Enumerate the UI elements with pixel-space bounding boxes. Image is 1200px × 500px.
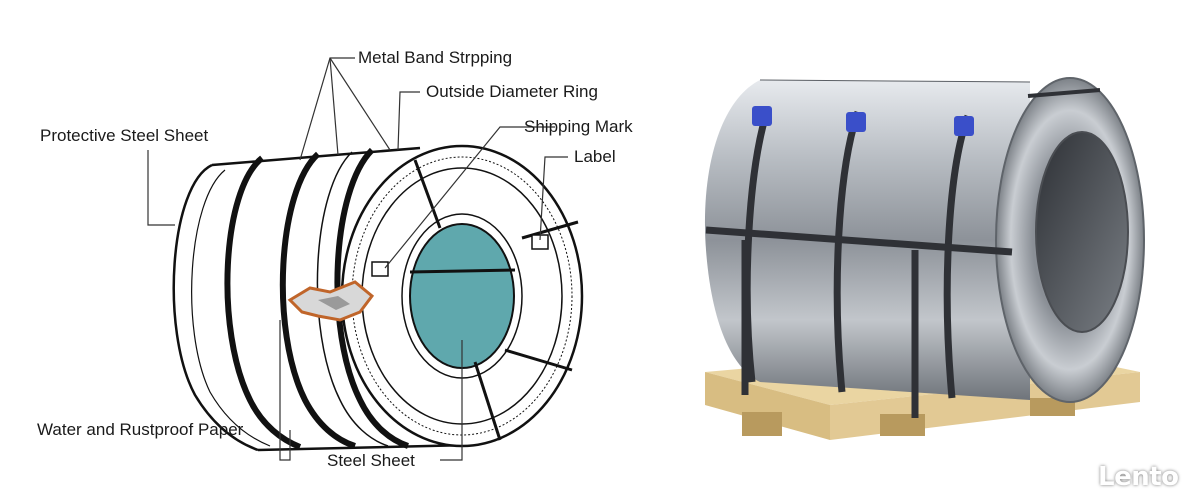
label-outside-ring: Outside Diameter Ring [426,82,598,101]
metal-band-3 [334,147,410,449]
strap-clip-icon [954,116,974,136]
coil-body [704,80,1030,400]
label-paper: Water and Rustproof Paper [37,420,244,439]
leader-lines [147,57,568,461]
shipping-mark-box [371,261,389,277]
label-protective-sheet: Protective Steel Sheet [40,126,209,145]
coil-front-face [996,78,1144,402]
coil-inner-hole [1036,132,1128,332]
coil-bottom-edge [257,443,471,452]
label-metal-band: Metal Band Strpping [358,48,513,67]
strap-clip-icon [752,106,772,126]
lento-logo: Lento [1098,462,1179,492]
metal-band-2 [279,151,356,449]
metal-band-1 [224,155,302,450]
strap-clip-icon [846,112,866,132]
coil-back-edge [172,163,259,452]
wooden-pallet [705,345,1140,440]
coil-straps [705,88,1101,418]
label-steel-sheet: Steel Sheet [327,451,415,470]
label-label: Label [574,147,616,166]
label-shipping-mark: Shipping Mark [524,117,633,136]
coil-diagram [147,57,584,461]
